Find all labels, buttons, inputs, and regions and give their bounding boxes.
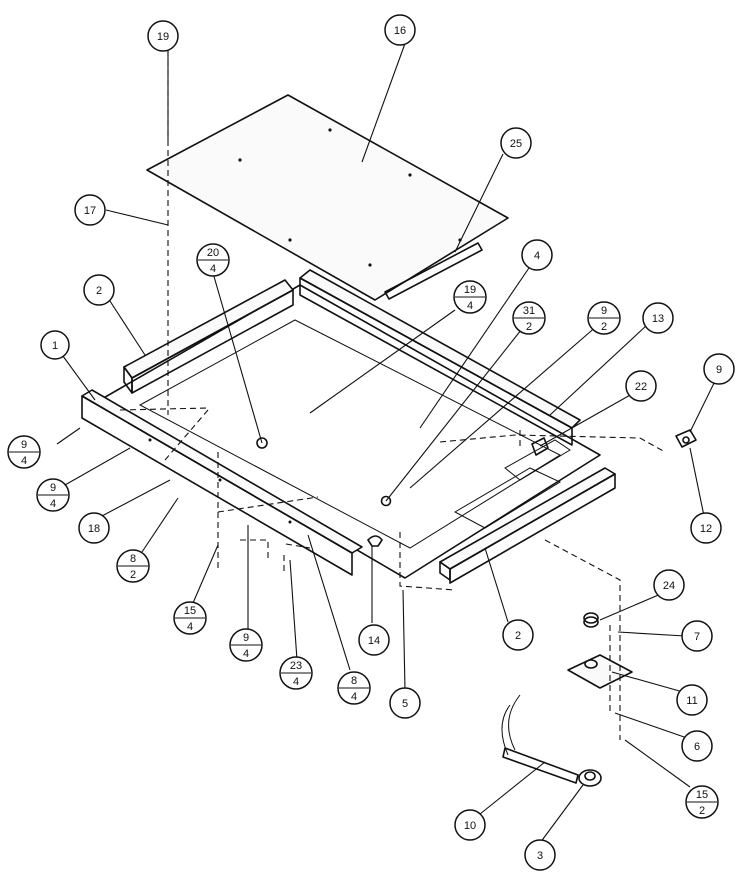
svg-text:2: 2 [699, 805, 705, 817]
callout-9-4-left-bottom: 94 [36, 478, 70, 512]
svg-text:4: 4 [293, 676, 299, 688]
leader-lines [56, 37, 718, 844]
callout-31-2: 312 [512, 301, 546, 335]
svg-text:16: 16 [394, 25, 406, 37]
svg-text:1: 1 [52, 340, 58, 352]
svg-text:4: 4 [21, 455, 27, 467]
svg-text:2: 2 [601, 321, 607, 333]
back-rail-right [299, 269, 581, 446]
svg-text:2: 2 [526, 321, 532, 333]
leg-arm [501, 694, 602, 787]
svg-text:2: 2 [96, 285, 102, 297]
svg-text:2: 2 [515, 630, 521, 642]
side-rail-right [439, 467, 616, 584]
callout-3: 3 [524, 839, 556, 871]
callout-5: 5 [389, 687, 421, 719]
svg-text:18: 18 [88, 523, 100, 535]
svg-text:4: 4 [243, 648, 249, 660]
callout-8-2: 82 [116, 549, 150, 583]
callout-11: 11 [676, 684, 708, 716]
screw-20 [256, 437, 268, 449]
mounting-bracket [567, 654, 633, 689]
svg-text:4: 4 [351, 691, 357, 703]
callout-14: 14 [358, 624, 390, 656]
svg-text:8: 8 [351, 675, 357, 687]
svg-text:9: 9 [50, 482, 56, 494]
svg-text:20: 20 [207, 247, 219, 259]
callout-8-4: 84 [337, 671, 371, 705]
svg-text:8: 8 [130, 553, 136, 565]
svg-text:14: 14 [368, 635, 380, 647]
svg-text:5: 5 [402, 698, 408, 710]
callout-23-4: 234 [279, 656, 313, 690]
callout-9-2: 92 [587, 301, 621, 335]
svg-text:25: 25 [510, 138, 522, 150]
clip-14 [367, 535, 383, 547]
callout-18: 18 [78, 512, 110, 544]
callout-15-2: 152 [685, 785, 719, 819]
svg-text:15: 15 [696, 789, 708, 801]
svg-text:31: 31 [523, 305, 535, 317]
svg-text:19: 19 [157, 31, 169, 43]
svg-text:4: 4 [467, 300, 473, 312]
gasket-strip [384, 242, 483, 300]
svg-text:9: 9 [243, 632, 249, 644]
callout-9-4-center: 94 [229, 628, 263, 662]
svg-text:9: 9 [601, 305, 607, 317]
callout-19: 19 [147, 20, 179, 52]
callout-13: 13 [642, 302, 674, 334]
svg-text:12: 12 [700, 523, 712, 535]
svg-text:9: 9 [21, 439, 27, 451]
callout-2-bottom: 2 [502, 619, 534, 651]
svg-text:4: 4 [50, 498, 56, 510]
callout-4: 4 [521, 239, 553, 271]
svg-text:2: 2 [130, 569, 136, 581]
clip-22 [531, 437, 549, 456]
callout-15-4: 154 [173, 601, 207, 635]
leveling-nut [583, 612, 599, 628]
svg-text:4: 4 [534, 250, 540, 262]
front-rail [81, 389, 363, 576]
svg-text:6: 6 [694, 741, 700, 753]
svg-text:4: 4 [187, 621, 193, 633]
svg-text:19: 19 [464, 284, 476, 296]
svg-text:11: 11 [686, 695, 697, 707]
callout-22: 22 [625, 370, 657, 402]
callout-7: 7 [681, 620, 713, 652]
screw-31 [380, 495, 392, 507]
clip-12 [675, 429, 697, 448]
svg-text:15: 15 [184, 605, 196, 617]
callout-2-top: 2 [83, 274, 115, 306]
callout-25: 25 [500, 127, 532, 159]
callout-16: 16 [384, 14, 416, 46]
callout-1: 1 [40, 330, 70, 360]
svg-text:13: 13 [652, 313, 664, 325]
back-rail-left [123, 279, 294, 394]
svg-text:24: 24 [663, 580, 675, 592]
callout-9-4-left-top: 94 [7, 435, 41, 469]
callout-24: 24 [653, 569, 685, 601]
svg-text:3: 3 [537, 850, 543, 862]
svg-text:17: 17 [84, 205, 96, 217]
callout-19-4: 194 [453, 280, 487, 314]
callout-12: 12 [690, 512, 722, 544]
svg-text:10: 10 [464, 820, 476, 832]
svg-text:23: 23 [290, 660, 302, 672]
svg-text:4: 4 [210, 263, 216, 275]
svg-text:22: 22 [635, 381, 647, 393]
callout-6: 6 [681, 730, 713, 762]
callout-9: 9 [703, 353, 735, 385]
svg-text:9: 9 [716, 364, 722, 376]
callout-10: 10 [454, 809, 486, 841]
callout-17: 17 [74, 194, 106, 226]
svg-text:7: 7 [694, 631, 700, 643]
callout-20-4: 204 [196, 243, 230, 277]
